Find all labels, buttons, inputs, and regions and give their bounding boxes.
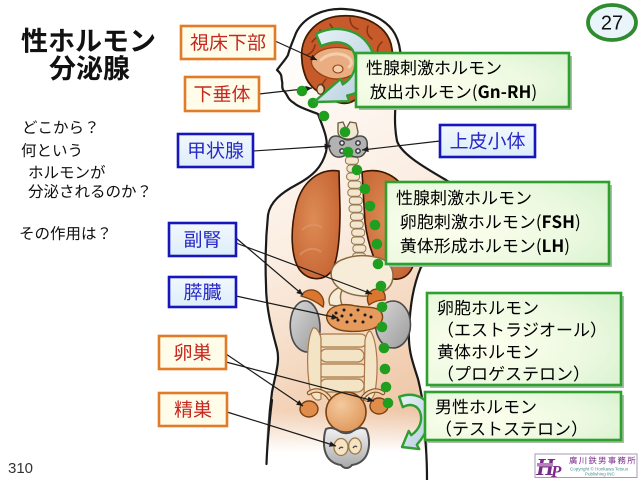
- svg-text:310: 310: [8, 460, 33, 477]
- svg-text:H: H: [535, 455, 556, 480]
- svg-text:Copyright © Horikawa Tetsuo: Copyright © Horikawa Tetsuo: [570, 466, 629, 472]
- svg-text:P: P: [550, 462, 562, 480]
- svg-text:Publishing INC: Publishing INC: [585, 472, 616, 477]
- svg-text:27: 27: [601, 13, 623, 35]
